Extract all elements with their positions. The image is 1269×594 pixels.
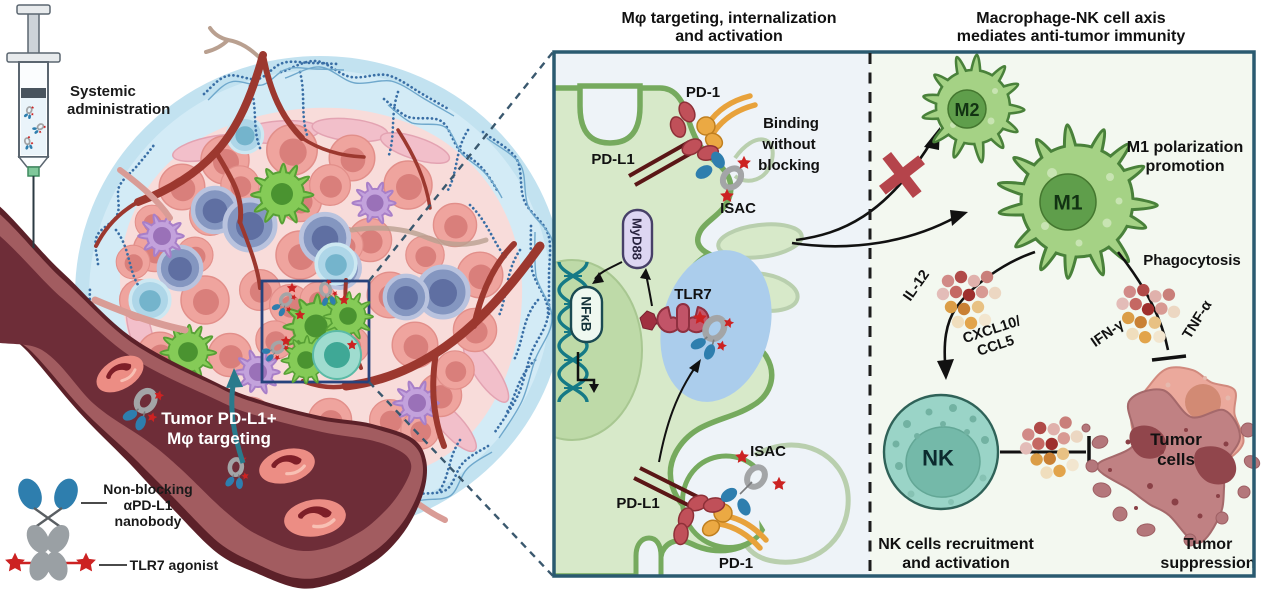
svg-text:nanobody: nanobody: [115, 513, 182, 529]
svg-text:and activation: and activation: [902, 555, 1010, 572]
svg-text:Systemic: Systemic: [70, 83, 136, 100]
svg-text:MyD88: MyD88: [630, 218, 645, 260]
svg-text:Mφ targeting: Mφ targeting: [167, 429, 271, 448]
svg-text:and activation: and activation: [675, 28, 783, 45]
svg-text:NK cells recruitment: NK cells recruitment: [878, 536, 1034, 553]
svg-text:NFκB: NFκB: [579, 296, 594, 332]
svg-text:Tumor PD-L1+: Tumor PD-L1+: [161, 409, 276, 428]
svg-text:Non-blocking: Non-blocking: [103, 481, 192, 497]
svg-text:Binding: Binding: [763, 115, 819, 132]
svg-text:Phagocytosis: Phagocytosis: [1143, 252, 1241, 269]
svg-text:suppression: suppression: [1160, 555, 1255, 572]
svg-text:M2: M2: [954, 100, 979, 120]
svg-text:Tumor: Tumor: [1184, 536, 1233, 553]
svg-text:PD-L1: PD-L1: [616, 495, 659, 512]
svg-text:M1: M1: [1053, 192, 1082, 215]
svg-text:PD-L1: PD-L1: [591, 151, 634, 168]
svg-text:NK: NK: [922, 446, 954, 471]
svg-text:mediates anti-tumor immunity: mediates anti-tumor immunity: [957, 28, 1186, 45]
svg-text:ISAC: ISAC: [720, 200, 756, 217]
svg-text:cells: cells: [1157, 450, 1195, 469]
svg-text:ISAC: ISAC: [750, 443, 786, 460]
svg-text:TLR7 agonist: TLR7 agonist: [130, 557, 219, 573]
svg-text:Tumor: Tumor: [1150, 430, 1202, 449]
svg-text:Macrophage-NK cell axis: Macrophage-NK cell axis: [976, 10, 1166, 27]
svg-text:blocking: blocking: [758, 157, 820, 174]
svg-text:promotion: promotion: [1145, 158, 1224, 175]
svg-text:M1 polarization: M1 polarization: [1127, 139, 1243, 156]
svg-text:αPD-L1: αPD-L1: [123, 497, 172, 513]
svg-text:administration: administration: [67, 101, 170, 118]
svg-text:without: without: [761, 136, 815, 153]
svg-text:TLR7: TLR7: [674, 286, 712, 303]
svg-text:PD-1: PD-1: [686, 84, 720, 101]
svg-text:Mφ targeting, internalization: Mφ targeting, internalization: [621, 10, 836, 27]
svg-text:PD-1: PD-1: [719, 555, 753, 572]
